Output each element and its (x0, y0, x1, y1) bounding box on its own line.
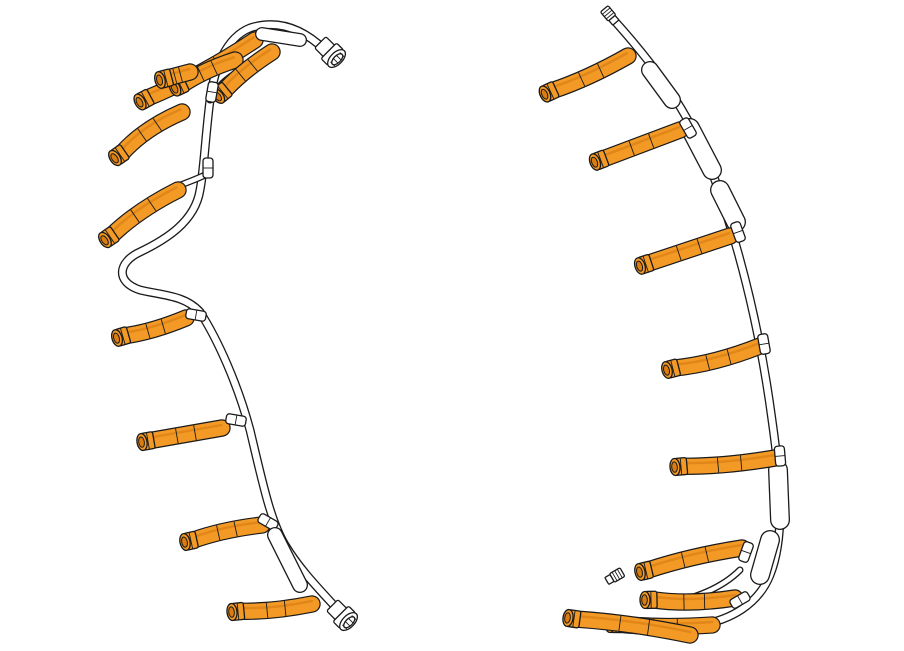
right-clamp-4 (773, 445, 787, 467)
left-hose-assembly (98, 20, 359, 632)
right-hose-assembly (538, 5, 790, 644)
right-sleeve-4 (768, 460, 790, 530)
left-nozzle-8 (136, 419, 231, 452)
right-nozzle-4 (661, 337, 769, 379)
left-nozzle-6 (98, 181, 187, 249)
right-nozzle-3 (633, 227, 739, 275)
left-nozzle-9 (179, 516, 271, 552)
left-nozzle-4 (154, 63, 199, 89)
right-nozzle-9 (562, 608, 699, 644)
right-nozzle-7 (639, 589, 744, 611)
right-main-tube (607, 13, 785, 630)
left-nozzle-7 (110, 309, 195, 347)
right-clamp-1 (679, 117, 697, 139)
left-end-fitting-bottom (326, 599, 359, 632)
right-clamp-2 (730, 221, 746, 243)
right-nozzle-5 (669, 449, 784, 477)
left-clamp-1 (202, 157, 214, 179)
right-clamp-5 (738, 541, 754, 563)
left-main-tube-lower (195, 307, 345, 617)
right-clamp-3 (757, 333, 771, 355)
left-clamp-3 (225, 413, 247, 427)
right-sleeve-3 (710, 180, 746, 232)
right-nozzle-1 (538, 47, 637, 103)
left-clamp-4 (257, 513, 279, 531)
right-nozzle-6 (634, 539, 751, 582)
right-small-fitting (604, 567, 625, 585)
right-clamp-6 (729, 591, 751, 609)
right-sleeve-5 (750, 530, 780, 585)
right-sleeve-1 (641, 61, 681, 109)
right-end-fitting-top (600, 5, 620, 26)
left-main-tube-upper (117, 20, 330, 317)
left-nozzle-10 (226, 595, 321, 622)
left-end-fitting-top (314, 36, 347, 69)
left-nozzle-5 (108, 103, 191, 167)
right-nozzle-2 (588, 121, 689, 171)
left-clamp-2 (185, 308, 207, 322)
left-clamp-5 (205, 81, 219, 103)
